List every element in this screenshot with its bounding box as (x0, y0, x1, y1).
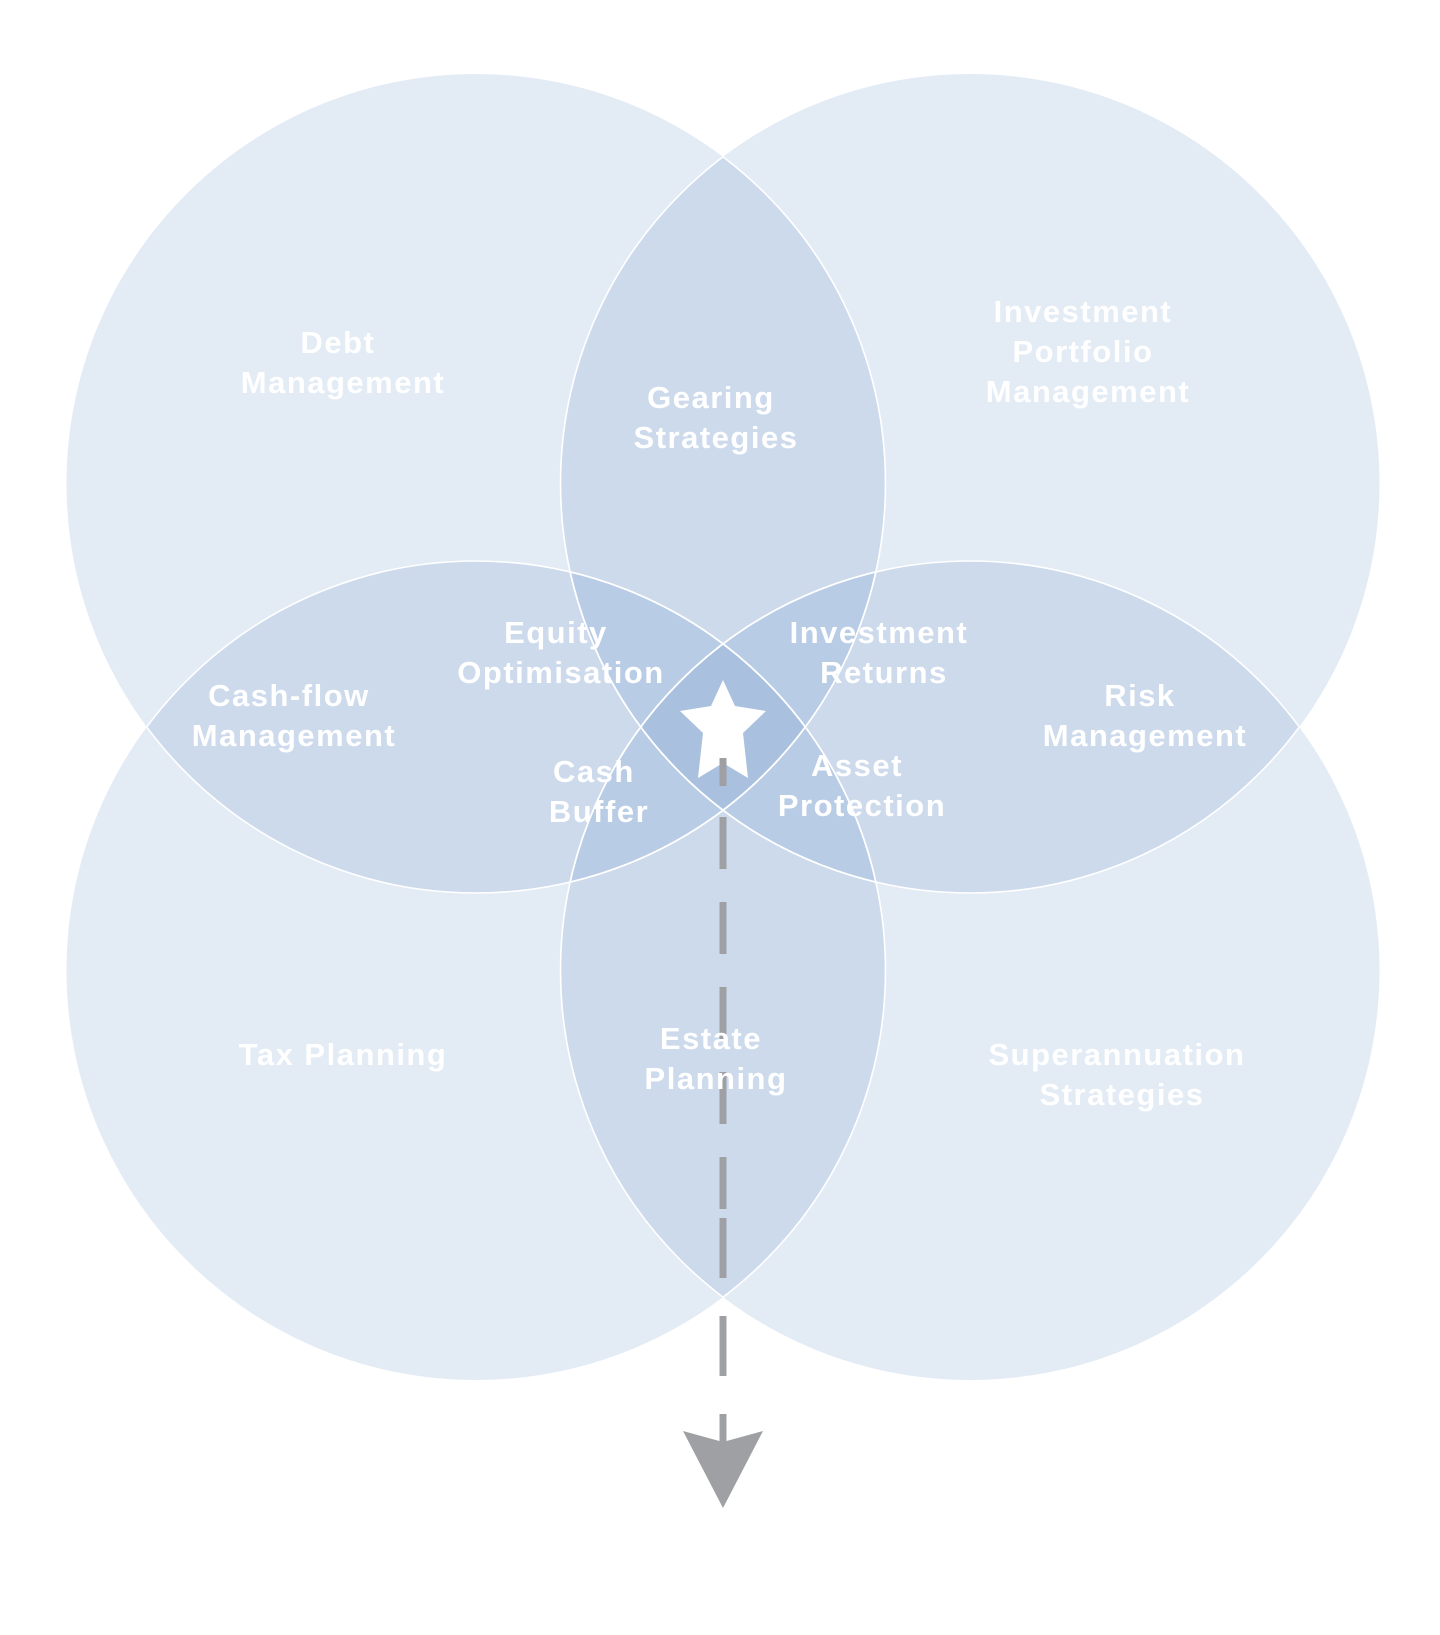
outline-top-right (560, 561, 1380, 894)
circle-fills (66, 74, 1380, 1380)
circle-top-left (66, 74, 886, 893)
label-cash-flow-management: Cash-flow Management (192, 678, 396, 753)
label-risk-management: Risk Management (1043, 678, 1247, 753)
circle-bottom-left (66, 561, 886, 1380)
outline-top-left (66, 561, 886, 894)
label-asset-protection: Asset Protection (778, 748, 946, 823)
circle-bottom-right (560, 561, 1380, 1380)
label-estate-planning: Estate Planning (645, 1021, 788, 1096)
arrow-down-icon (683, 1431, 763, 1508)
circle-outlines (66, 74, 1380, 1380)
label-debt-management: Debt Management (241, 325, 445, 400)
outline-bottom-right (559, 561, 886, 1380)
circle-top-right (560, 74, 1380, 893)
label-investment-portfolio-management: Investment Portfolio Management (986, 294, 1190, 409)
labels: Debt Management Investment Portfolio Man… (192, 294, 1255, 1112)
label-tax-planning: Tax Planning (239, 1037, 448, 1072)
label-superannuation-strategies: Superannuation Strategies (988, 1037, 1255, 1112)
label-investment-returns: Investment Returns (790, 615, 979, 690)
label-gearing-strategies: Gearing Strategies (634, 380, 799, 455)
outline-top-right (559, 74, 886, 893)
outline-bottom-left (66, 560, 886, 893)
outline-bottom-right (560, 560, 1380, 893)
dashed-arrow (683, 758, 763, 1508)
star-icon (680, 680, 766, 778)
outline-top-left (560, 74, 887, 893)
outline-bottom-left (560, 561, 887, 1380)
